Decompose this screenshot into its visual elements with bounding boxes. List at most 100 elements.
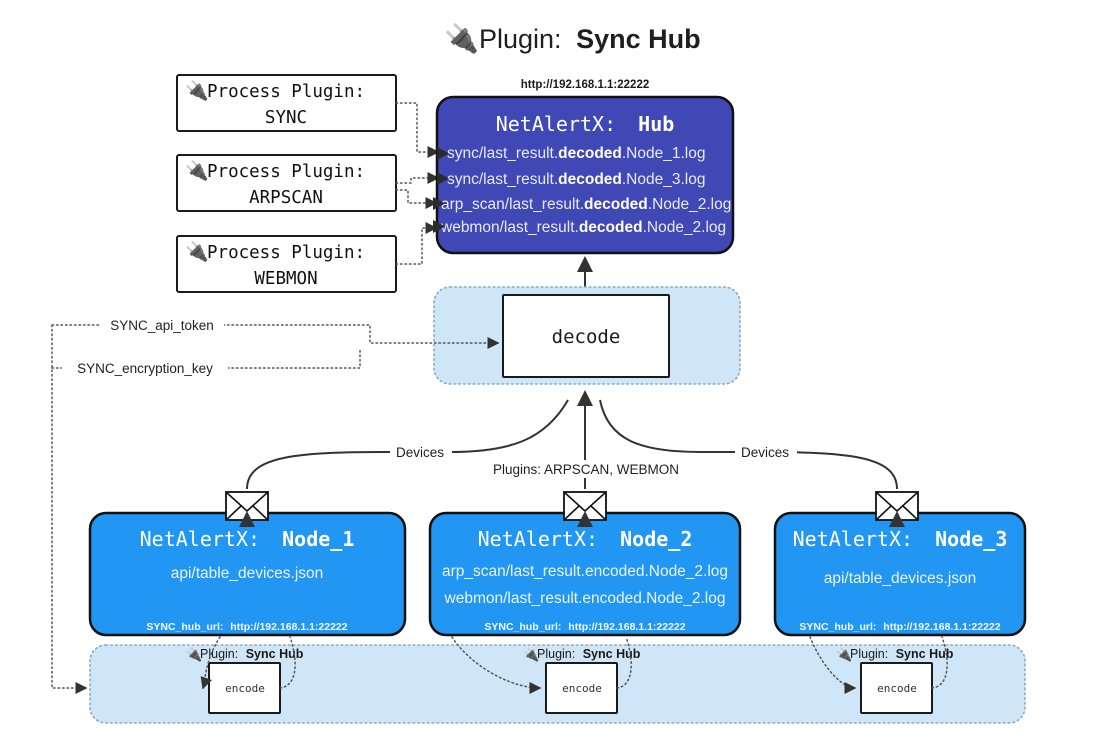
process-plugin-label: Process Plugin: <box>207 243 365 263</box>
hub-log-pre: sync/last_result. <box>447 171 558 188</box>
node-hub-url-value: http://192.168.1.1:22222 <box>883 621 1000 633</box>
node-box-node-3[interactable]: NetAlertX: Node_3 api/table_devices.json… <box>773 511 1027 637</box>
node-title-prefix: NetAlertX: <box>140 527 260 551</box>
decode-group: decode <box>433 286 741 385</box>
edge-node1-to-encode <box>200 636 221 690</box>
encode-label: encode <box>877 682 917 695</box>
edge-node2-to-encode <box>451 636 542 694</box>
sync-api-token-label: SYNC_api_token <box>110 318 214 333</box>
edge-sync-to-hub <box>395 102 440 158</box>
electric-plug-icon: 🔌 <box>185 159 209 182</box>
label-bg <box>735 443 797 460</box>
label-bg <box>390 443 452 460</box>
svg-text:Plugin: Sync Hub: Plugin: Sync Hub <box>537 647 641 661</box>
node-hub-url: SYNC_hub_url: http://192.168.1.1:22222 <box>146 621 347 633</box>
hub-log-pre: sync/last_result. <box>447 145 558 162</box>
edge-node1-to-decode <box>246 399 569 490</box>
encode-label: encode <box>562 682 602 695</box>
hub-log-mid: decoded <box>558 171 622 188</box>
svg-text:NetAlertX: Node_1: NetAlertX: Node_1 <box>140 527 355 551</box>
node-title-name: Node_1 <box>282 527 354 551</box>
encoder-box-2[interactable]: 🔌 Plugin: Sync Hub encode <box>523 647 641 714</box>
encoder-tag-name: Sync Hub <box>246 647 304 661</box>
node-hub-url-value: http://192.168.1.1:22222 <box>568 621 685 633</box>
svg-text:Plugin: Sync Hub: Plugin: Sync Hub <box>479 24 701 54</box>
node-title-name: Node_2 <box>620 527 692 551</box>
node-title-prefix: NetAlertX: <box>793 527 913 551</box>
hub-log-post: .Node_2.log <box>643 219 727 236</box>
label-bg <box>100 315 224 333</box>
edge-arpscan-to-hub <box>395 189 438 209</box>
electric-plug-icon: 🔌 <box>185 79 209 102</box>
encoder-tag-name: Sync Hub <box>896 647 954 661</box>
process-plugin-name: WEBMON <box>254 269 317 289</box>
edge-encode-to-node1 <box>279 636 296 689</box>
edge-label-devices-right: Devices <box>741 445 789 460</box>
process-plugin-webmon[interactable]: 🔌 Process Plugin: WEBMON <box>176 235 397 293</box>
node-title-name: Node_3 <box>935 527 1007 551</box>
process-plugin-label: Process Plugin: <box>207 162 365 182</box>
hub-box[interactable]: NetAlertX: Hub sync/last_result.decoded.… <box>433 95 735 255</box>
hub-log-post: .Node_2.log <box>648 196 732 213</box>
process-plugin-name: SYNC <box>265 108 307 128</box>
edge-encode-to-node3 <box>931 636 948 689</box>
electric-plug-icon: 🔌 <box>185 240 209 263</box>
svg-text:Plugin: Sync Hub: Plugin: Sync Hub <box>200 647 304 661</box>
node-log-line: api/table_devices.json <box>824 570 977 587</box>
edge-encryption-key <box>51 347 361 369</box>
hub-log-mid: decoded <box>579 219 643 236</box>
edge-sync2-to-hub <box>395 172 440 184</box>
sync-encryption-key-label: SYNC_encryption_key <box>77 361 213 376</box>
page-title-name: Sync Hub <box>576 24 701 54</box>
hub-log-pre: arp_scan/last_result. <box>441 196 584 213</box>
edge-label-devices-left: Devices <box>396 445 444 460</box>
process-plugin-name: ARPSCAN <box>249 188 323 208</box>
page-title: 🔌 Plugin: Sync Hub <box>444 22 701 55</box>
node-box-node-1[interactable]: NetAlertX: Node_1 api/table_devices.json… <box>88 511 407 637</box>
hub-row-arrow <box>433 197 445 210</box>
hub-log-pre: webmon/last_result. <box>440 219 579 236</box>
electric-plug-icon: 🔌 <box>836 647 852 662</box>
node-hub-url-key: SYNC_hub_url: <box>484 621 561 633</box>
hub-row-arrow <box>437 172 449 185</box>
node-hub-url: SYNC_hub_url: http://192.168.1.1:22222 <box>484 621 685 633</box>
node-hub-url-key: SYNC_hub_url: <box>799 621 876 633</box>
node-hub-url: SYNC_hub_url: http://192.168.1.1:22222 <box>799 621 1000 633</box>
encoder-tag-prefix: Plugin: <box>850 647 888 661</box>
process-plugin-label: Process Plugin: <box>207 82 365 102</box>
hub-url-label: http://192.168.1.1:22222 <box>521 79 650 91</box>
node-log-line: arp_scan/last_result.encoded.Node_2.log <box>442 563 728 580</box>
svg-text:NetAlertX: Hub: NetAlertX: Hub <box>496 112 675 136</box>
decode-label: decode <box>552 326 621 348</box>
edge-label-plugins-center: Plugins: ARPSCAN, WEBMON <box>493 462 679 477</box>
hub-title-prefix: NetAlertX: <box>496 112 616 136</box>
node-box-node-2[interactable]: NetAlertX: Node_2 arp_scan/last_result.e… <box>428 511 742 637</box>
hub-log-line: sync/last_result.decoded.Node_1.log <box>447 145 705 162</box>
hub-log-mid: decoded <box>558 145 622 162</box>
svg-text:Plugin: Sync Hub: Plugin: Sync Hub <box>850 647 954 661</box>
hub-log-line: webmon/last_result.decoded.Node_2.log <box>440 219 726 236</box>
decode-box[interactable] <box>502 294 670 378</box>
hub-log-post: .Node_3.log <box>622 171 706 188</box>
edge-settings-to-encoders <box>51 324 88 694</box>
label-bg <box>62 358 228 376</box>
edge-node3-to-encode <box>809 636 857 694</box>
hub-title-name: Hub <box>638 112 674 136</box>
encode-label: encode <box>225 682 265 695</box>
process-plugin-sync[interactable]: 🔌 Process Plugin: SYNC <box>176 74 397 132</box>
hub-log-line: arp_scan/last_result.decoded.Node_2.log <box>441 196 731 213</box>
encoder-tag-prefix: Plugin: <box>200 647 238 661</box>
encoder-tag-prefix: Plugin: <box>537 647 575 661</box>
process-plugin-arpscan[interactable]: 🔌 Process Plugin: ARPSCAN <box>176 154 397 212</box>
svg-text:NetAlertX: Node_3: NetAlertX: Node_3 <box>793 527 1008 551</box>
electric-plug-icon: 🔌 <box>186 647 202 662</box>
hub-log-line: sync/last_result.decoded.Node_3.log <box>447 171 705 188</box>
svg-text:NetAlertX: Node_2: NetAlertX: Node_2 <box>478 527 693 551</box>
hub-log-post: .Node_1.log <box>622 145 706 162</box>
label-bg <box>505 460 670 478</box>
page-title-prefix: Plugin: <box>479 24 562 54</box>
encoder-box-3[interactable]: 🔌 Plugin: Sync Hub encode <box>836 647 954 714</box>
node-log-line: api/table_devices.json <box>171 565 324 582</box>
node-title-prefix: NetAlertX: <box>478 527 598 551</box>
